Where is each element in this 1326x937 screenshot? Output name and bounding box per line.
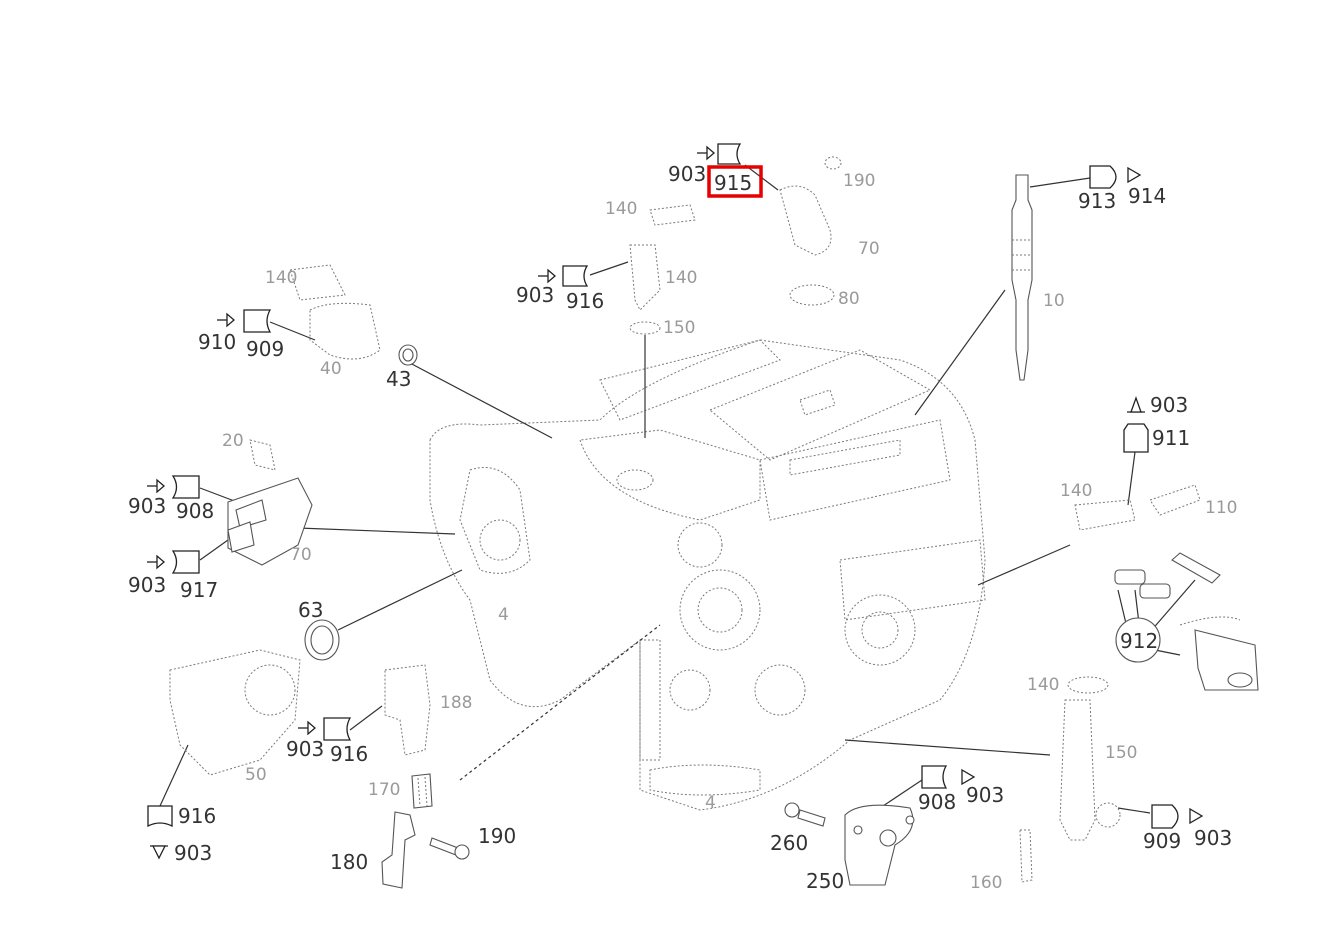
housing-symbol-916b	[323, 717, 352, 741]
pin-symbol-903c	[1127, 396, 1145, 413]
highlight-box-915	[707, 165, 763, 198]
pin-symbol-903i	[1189, 807, 1204, 825]
callout-916-sensor: 916	[566, 289, 604, 313]
parts-illustrations	[169, 156, 1259, 889]
housing-symbol-909b	[1151, 804, 1179, 829]
svg-text:40: 40	[320, 359, 342, 379]
pin-symbol-903e	[147, 554, 165, 570]
pin-symbol-903h	[961, 768, 976, 786]
callout-903-module-bottom: 903	[128, 573, 166, 597]
svg-text:80: 80	[838, 289, 860, 309]
callout-903-lower: 903	[286, 737, 324, 761]
callout-914: 914	[1128, 184, 1166, 208]
callout-913: 913	[1078, 189, 1116, 213]
svg-text:140: 140	[605, 199, 637, 219]
callout-903-bottom-left: 903	[174, 841, 212, 865]
housing-symbol-916a	[562, 265, 589, 287]
callout-917: 917	[180, 578, 218, 602]
svg-text:4: 4	[498, 605, 509, 625]
callout-260: 260	[770, 831, 808, 855]
callout-915: 915	[714, 171, 752, 195]
callout-63: 63	[298, 598, 323, 622]
svg-text:140: 140	[1060, 481, 1092, 501]
svg-text:140: 140	[1027, 675, 1059, 695]
housing-symbol-917	[171, 550, 200, 574]
housing-symbol-908a	[171, 475, 200, 499]
svg-text:160: 160	[970, 873, 1002, 893]
housing-symbol-916c	[147, 805, 173, 828]
svg-text:110: 110	[1205, 498, 1237, 518]
callout-916-lower: 916	[330, 742, 368, 766]
callout-903-bottom: 903	[966, 783, 1004, 807]
svg-text:150: 150	[663, 318, 695, 338]
callout-903-right: 903	[1150, 393, 1188, 417]
pin-symbol-903a	[697, 145, 715, 161]
svg-text:10: 10	[1043, 291, 1065, 311]
svg-text:188: 188	[440, 693, 472, 713]
svg-text:50: 50	[245, 765, 267, 785]
callout-916-bottom-left: 916	[178, 804, 216, 828]
svg-text:170: 170	[368, 780, 400, 800]
housing-symbol-909a	[243, 309, 272, 333]
connector-symbols	[147, 143, 1204, 860]
svg-text:4: 4	[705, 793, 716, 813]
callout-909-top: 909	[246, 337, 284, 361]
pin-symbol-903b	[538, 268, 556, 284]
callout-903-top: 903	[668, 162, 706, 186]
callout-911: 911	[1152, 426, 1190, 450]
callout-912: 912	[1120, 629, 1158, 653]
callout-903-sensor: 903	[516, 283, 554, 307]
callout-250: 250	[806, 869, 844, 893]
callout-190: 190	[478, 824, 516, 848]
pin-symbol-903f	[298, 720, 316, 736]
housing-symbol-913	[1089, 165, 1117, 189]
callout-908-bottom: 908	[918, 790, 956, 814]
svg-text:150: 150	[1105, 743, 1137, 763]
housing-symbol-908b	[921, 765, 948, 789]
pin-symbol-910	[217, 312, 235, 328]
svg-text:140: 140	[665, 268, 697, 288]
callout-43: 43	[386, 367, 411, 391]
callout-909-bottom: 909	[1143, 829, 1181, 853]
housing-symbol-911	[1123, 423, 1149, 453]
engine-block	[429, 339, 986, 811]
svg-text:20: 20	[222, 431, 244, 451]
callout-903-module-top: 903	[128, 494, 166, 518]
svg-text:70: 70	[858, 239, 880, 259]
callout-180: 180	[330, 850, 368, 874]
pin-symbol-914	[1127, 166, 1142, 184]
callout-labels: 903 915 913 914 903 916 910 909 43 903 9…	[128, 162, 1232, 893]
leader-lines	[159, 164, 1196, 814]
callout-910: 910	[198, 330, 236, 354]
pin-symbol-903g	[150, 845, 168, 860]
housing-symbol-915	[717, 143, 742, 165]
svg-text:70: 70	[290, 545, 312, 565]
faint-callouts: 140 190 70 80 140 150 10 140 40 20 70 4 …	[222, 171, 1237, 893]
svg-text:140: 140	[265, 268, 297, 288]
callout-903-bottom-right: 903	[1194, 826, 1232, 850]
svg-text:190: 190	[843, 171, 875, 191]
pin-symbol-903d	[147, 478, 165, 494]
callout-908-module: 908	[176, 499, 214, 523]
